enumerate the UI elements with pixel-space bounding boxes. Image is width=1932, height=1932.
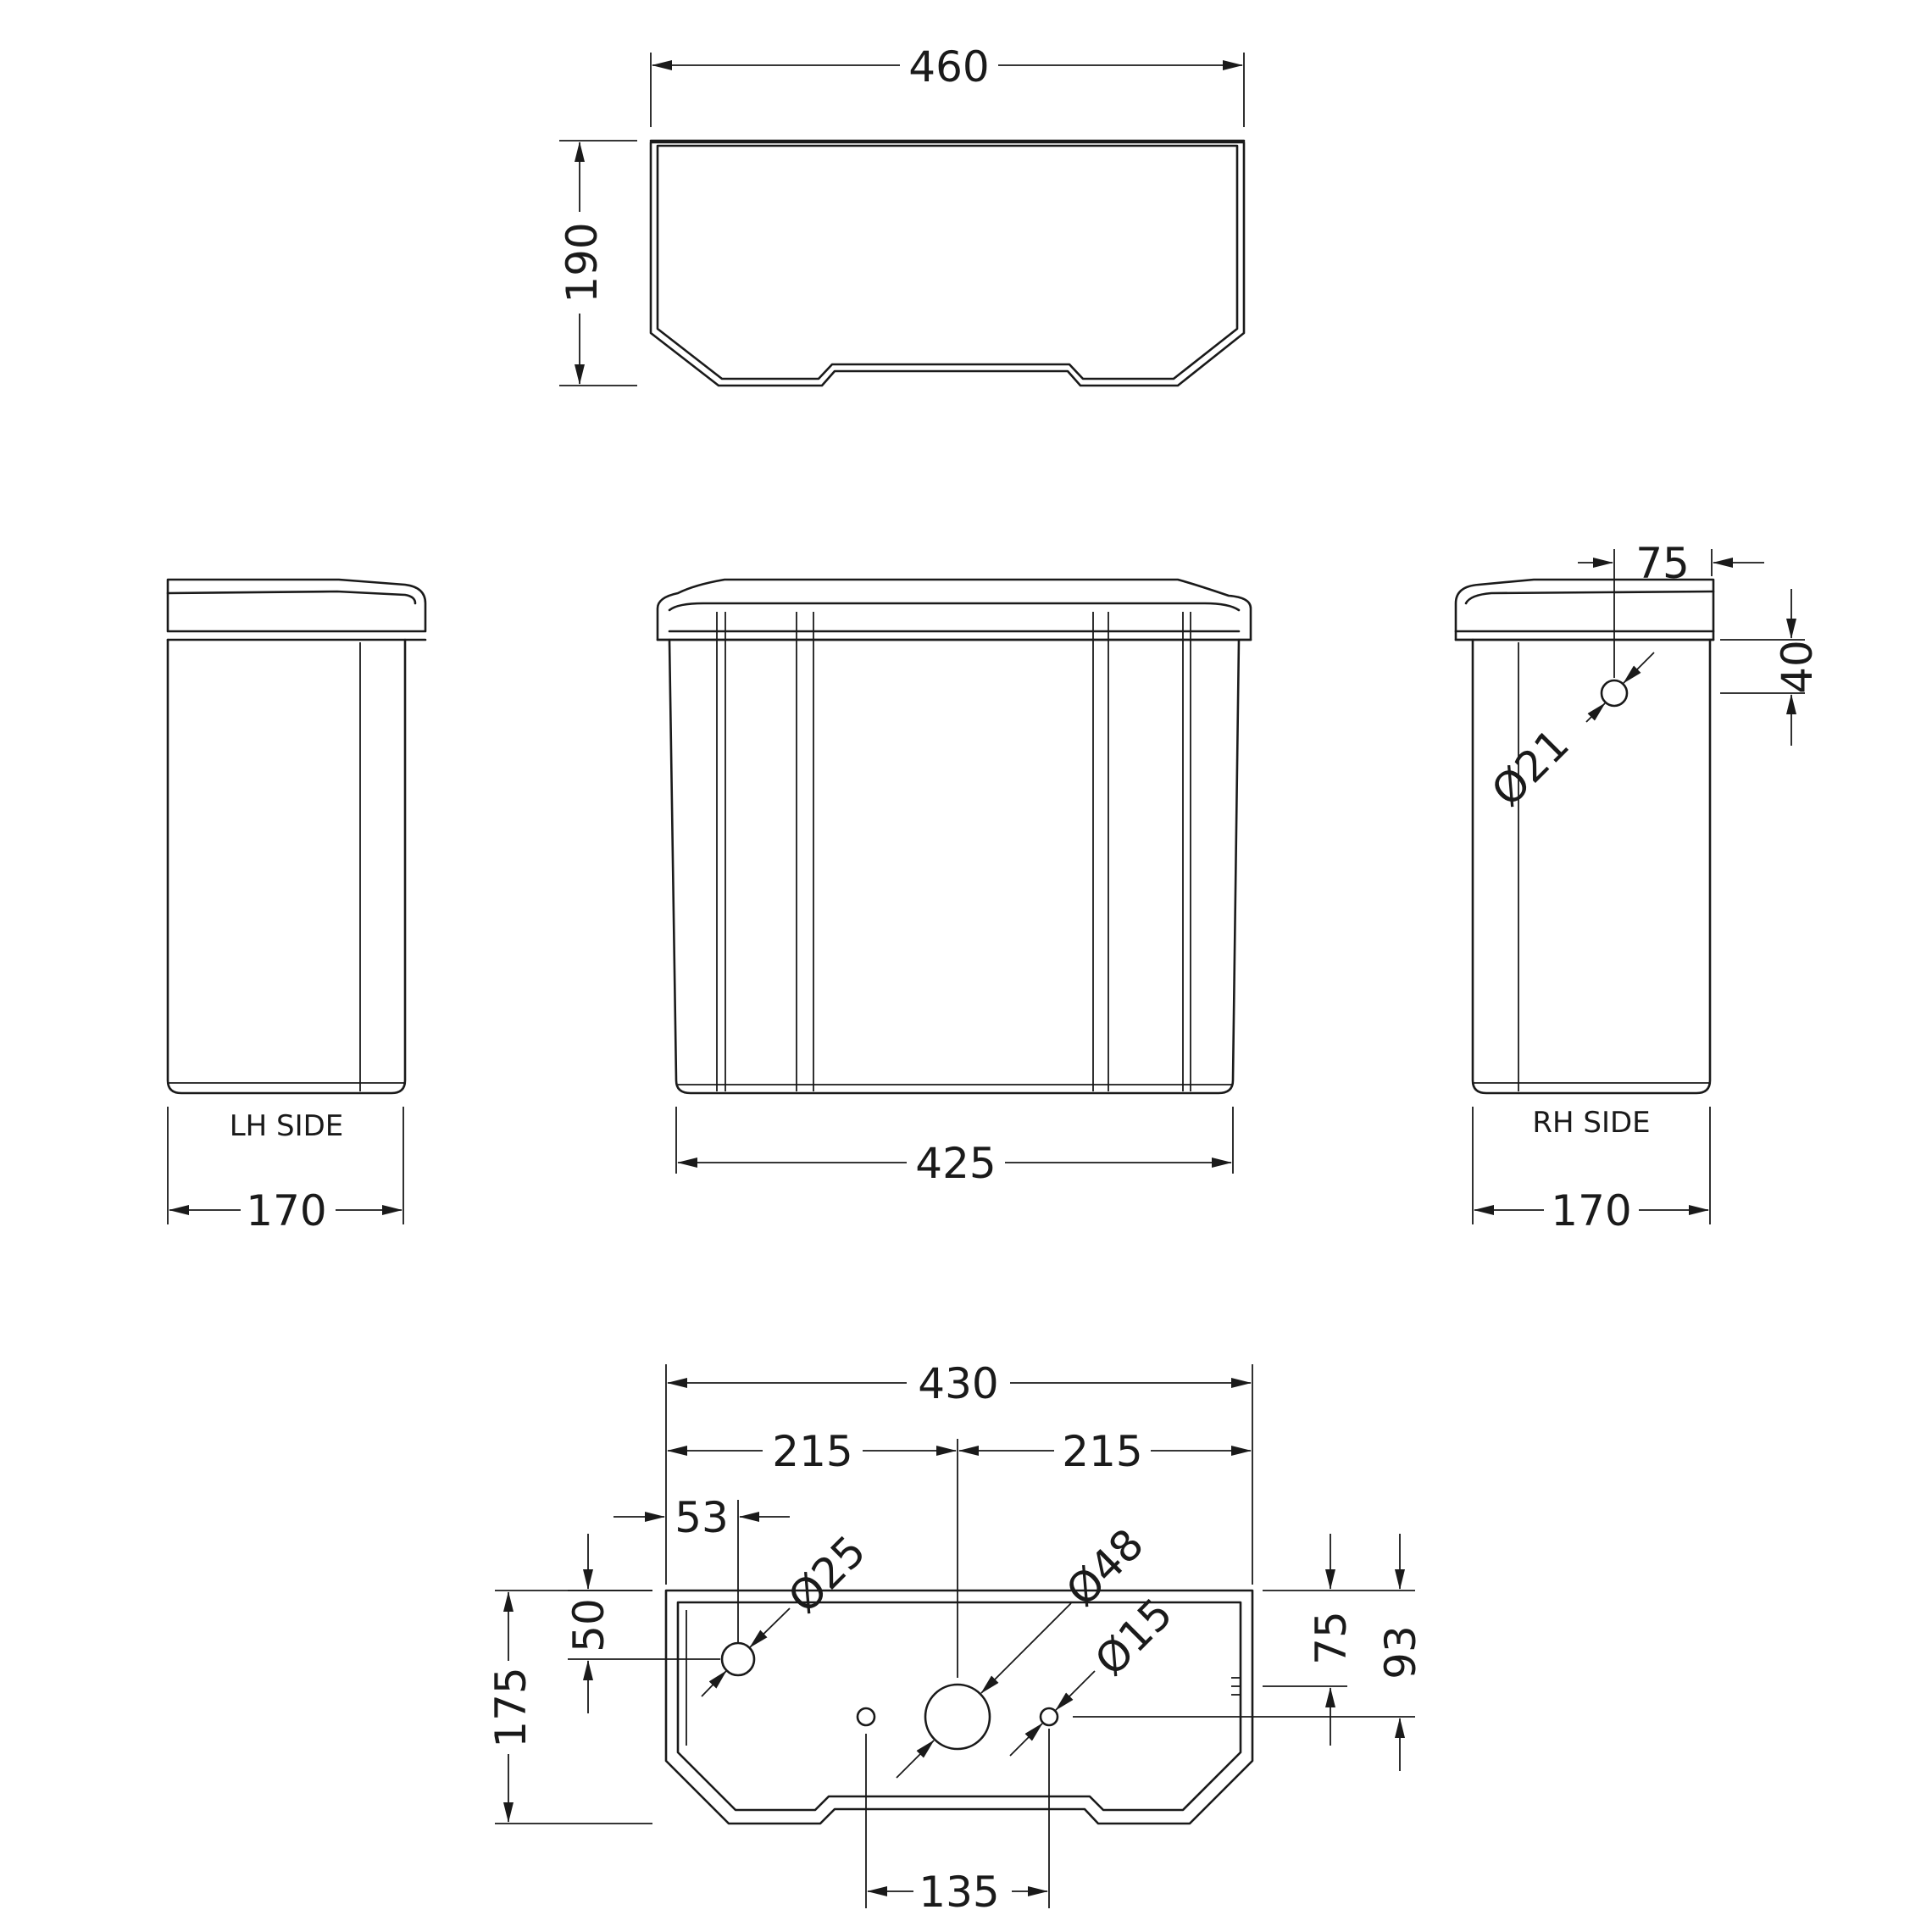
hole-inlet [720,1641,756,1677]
hole-small-right [1039,1707,1059,1727]
lh-side-view: LH SIDE 170 [166,578,427,1235]
hole-a-offset-x-label: 53 [675,1493,729,1542]
hole-spacing-label: 135 [919,1868,999,1917]
rh-offset-side-label: 40 [1773,640,1822,694]
rh-hole [1600,679,1629,708]
rear-offset-1-label: 75 [1307,1611,1356,1665]
rh-side-label: RH SIDE [1532,1106,1650,1140]
lh-side-label: LH SIDE [230,1109,344,1143]
lh-width-label: 170 [246,1186,326,1235]
top-view: 460 190 [558,42,1246,387]
bottom-depth-label: 175 [486,1667,536,1747]
front-view: 425 [656,578,1252,1188]
bottom-overall-width-label: 430 [918,1359,998,1408]
rh-side-view: 75 40 Ø21 RH SIDE 170 [1454,539,1822,1235]
rear-offset-2-label: 93 [1376,1625,1425,1679]
hole-a-offset-y-label: 50 [564,1598,613,1652]
hole-outlet [924,1683,991,1751]
hole-small-left [856,1707,876,1727]
bottom-half-right-label: 215 [1062,1427,1142,1476]
rh-offset-top-label: 75 [1635,539,1690,588]
top-width-label: 460 [908,42,989,92]
front-width-label: 425 [915,1139,996,1188]
hole-a-diameter-label: Ø25 [779,1526,875,1623]
rh-width-label: 170 [1551,1186,1631,1235]
top-height-label: 190 [558,222,607,303]
bottom-view: 430 215 215 53 50 175 Ø25 Ø48 [486,1359,1425,1917]
bottom-half-left-label: 215 [772,1427,852,1476]
rh-hole-diameter-label: Ø21 [1482,719,1579,816]
